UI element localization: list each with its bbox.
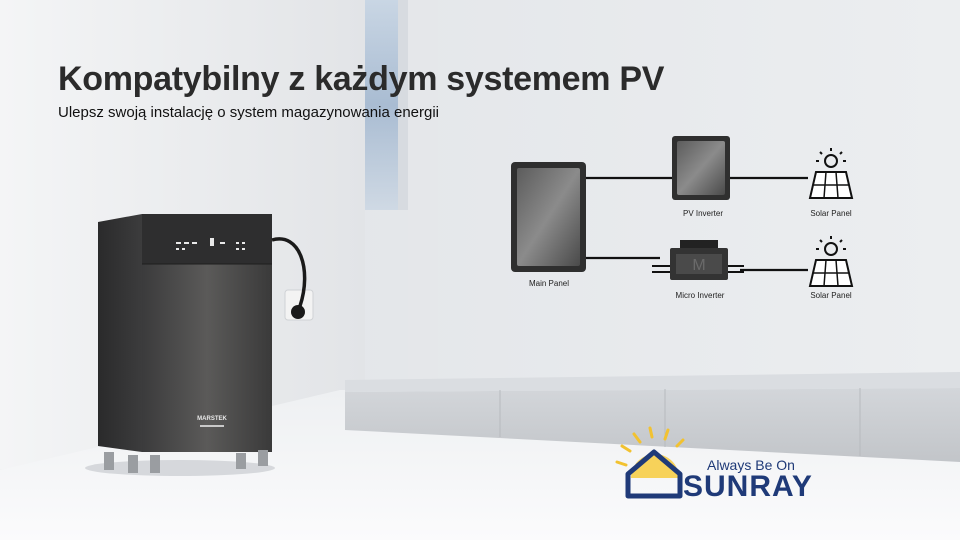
solar-panel-top-icon: [808, 148, 854, 199]
svg-text:M: M: [692, 257, 705, 274]
window: [365, 0, 398, 210]
micro-inverter-label: Micro Inverter: [676, 291, 725, 300]
main-panel-icon: [511, 162, 586, 272]
logo-wordmark: SUNRAY: [683, 470, 813, 503]
solar-panel-bottom-icon: [808, 236, 854, 287]
main-panel-label: Main Panel: [529, 279, 569, 288]
logo-tagline: Always Be On: [707, 457, 795, 473]
battery-brand-label: MARSTEK: [197, 416, 227, 422]
floor-step: [345, 388, 960, 462]
solar-panel-top-label: Solar Panel: [810, 209, 852, 218]
pv-inverter-icon: [672, 136, 730, 200]
solar-panel-bottom-label: Solar Panel: [810, 291, 852, 300]
page-subtitle: Ulepsz swoją instalację o system magazyn…: [58, 104, 440, 121]
micro-inverter-icon: M: [652, 240, 744, 280]
pv-inverter-label: PV Inverter: [683, 209, 723, 218]
sunray-logo: Always Be On SUNRAY: [615, 426, 813, 503]
battery-unit: MARSTEK: [85, 214, 314, 476]
page-title: Kompatybilny z każdym systemem PV: [58, 60, 665, 98]
wiring-diagram: [585, 176, 808, 272]
